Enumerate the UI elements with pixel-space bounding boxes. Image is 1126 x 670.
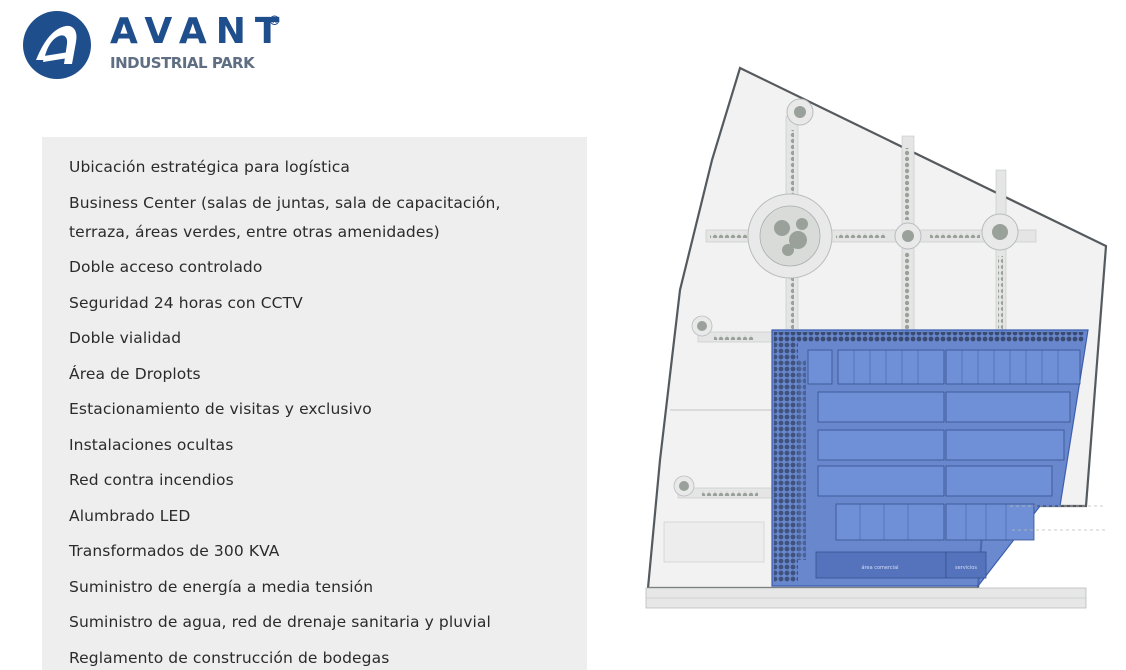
site-plan-map: área comercial servicios	[645, 66, 1108, 609]
feature-item: Red contra incendios	[69, 471, 234, 489]
feature-item: Instalaciones ocultas	[69, 435, 234, 454]
feature-item: Doble acceso controlado	[69, 258, 263, 276]
highlighted-industrial-zone: área comercial servicios	[771, 329, 1089, 587]
feature-item: Business Center (salas de juntas, sala d…	[69, 193, 501, 241]
feature-item: Seguridad 24 horas con CCTV	[69, 293, 303, 312]
east-dashed-lines	[1010, 505, 1106, 531]
services-area-label: servicios	[955, 565, 977, 571]
feature-item: Reglamento de construcción de bodegas	[69, 648, 390, 667]
feature-item: Suministro de energía a media tensión	[69, 577, 374, 596]
brand-subtitle: INDUSTRIAL PARK	[110, 54, 255, 72]
features-list: Ubicación estratégica para logística Bus…	[42, 137, 587, 670]
roundabout-north	[786, 98, 814, 126]
brand-logo[interactable]: AVANT ® INDUSTRIAL PARK	[22, 10, 292, 82]
feature-item: Estacionamiento de visitas y exclusivo	[69, 400, 372, 418]
feature-item: Alumbrado LED	[69, 506, 191, 525]
roundabout-east	[894, 213, 1019, 251]
features-panel: Ubicación estratégica para logística Bus…	[42, 137, 587, 670]
west-access-roads	[663, 315, 775, 563]
brand-name: AVANT	[110, 11, 289, 52]
commercial-area	[815, 551, 947, 579]
avant-logo-icon	[23, 11, 91, 79]
services-area	[945, 551, 987, 579]
feature-item: Área de Droplots	[69, 364, 201, 383]
feature-item: Doble vialidad	[69, 329, 182, 347]
feature-item: Ubicación estratégica para logística	[69, 158, 350, 176]
feature-item: Transformados de 300 KVA	[69, 542, 280, 560]
feature-item: Suministro de agua, red de drenaje sanit…	[69, 613, 491, 631]
roundabout-main	[747, 193, 833, 279]
registered-mark: ®	[268, 14, 281, 29]
commercial-area-label: área comercial	[861, 564, 898, 571]
